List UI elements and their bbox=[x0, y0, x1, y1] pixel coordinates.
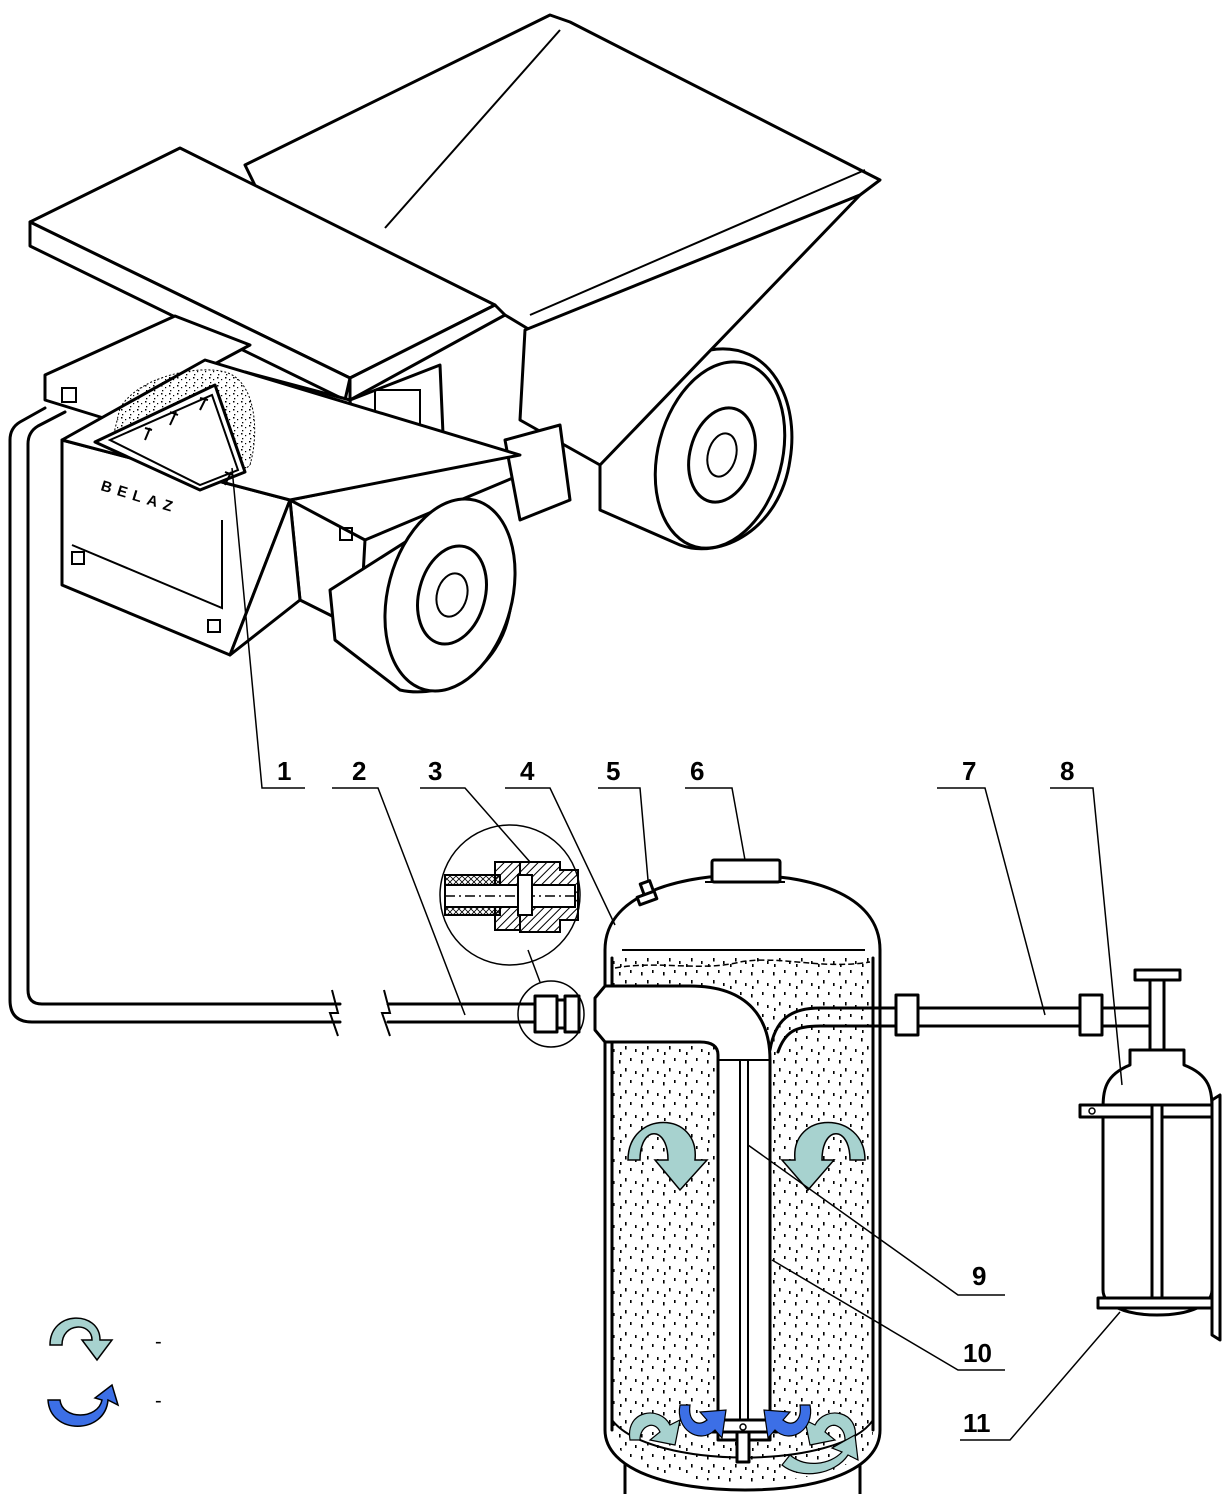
dark-flow-arrow bbox=[763, 1404, 812, 1440]
relief-valve bbox=[635, 879, 659, 907]
dump-truck: BELAZ bbox=[28, 13, 882, 694]
leader-lines bbox=[231, 467, 1123, 1441]
legend-dark-arrow-text: - bbox=[155, 1390, 162, 1412]
label-5: 5 bbox=[606, 756, 620, 786]
legend: - - bbox=[47, 1317, 162, 1427]
dark-flow-arrow bbox=[678, 1404, 727, 1440]
label-8: 8 bbox=[1060, 756, 1074, 786]
label-2: 2 bbox=[352, 756, 366, 786]
front-wheel bbox=[328, 497, 517, 694]
part-labels: 1 2 3 4 5 6 7 8 9 10 11 bbox=[277, 756, 1074, 1438]
light-flow-arrow bbox=[629, 1412, 681, 1446]
legend-dark-arrow-icon bbox=[47, 1383, 120, 1427]
label-3: 3 bbox=[428, 756, 442, 786]
coupling-detail-view bbox=[439, 824, 581, 966]
legend-light-arrow-icon bbox=[49, 1317, 114, 1362]
light-flow-arrow bbox=[627, 1121, 709, 1192]
legend-light-arrow-text: - bbox=[155, 1331, 162, 1353]
label-11: 11 bbox=[963, 1408, 991, 1438]
gas-cylinder bbox=[1078, 968, 1222, 1342]
label-1: 1 bbox=[277, 756, 291, 786]
filter-vessel bbox=[593, 858, 882, 1494]
air-hose bbox=[8, 406, 342, 1037]
light-flow-arrow bbox=[781, 1434, 859, 1475]
light-flow-arrow bbox=[804, 1412, 856, 1446]
dump-body bbox=[28, 13, 882, 467]
label-4: 4 bbox=[520, 756, 535, 786]
flow-arrows bbox=[627, 1121, 866, 1475]
pipe-coupling bbox=[517, 949, 585, 1048]
air-intake-filter bbox=[93, 369, 256, 492]
label-6: 6 bbox=[690, 756, 704, 786]
light-flow-arrow bbox=[780, 1121, 866, 1192]
label-9: 9 bbox=[972, 1261, 986, 1291]
label-10: 10 bbox=[963, 1338, 992, 1368]
label-7: 7 bbox=[962, 756, 976, 786]
